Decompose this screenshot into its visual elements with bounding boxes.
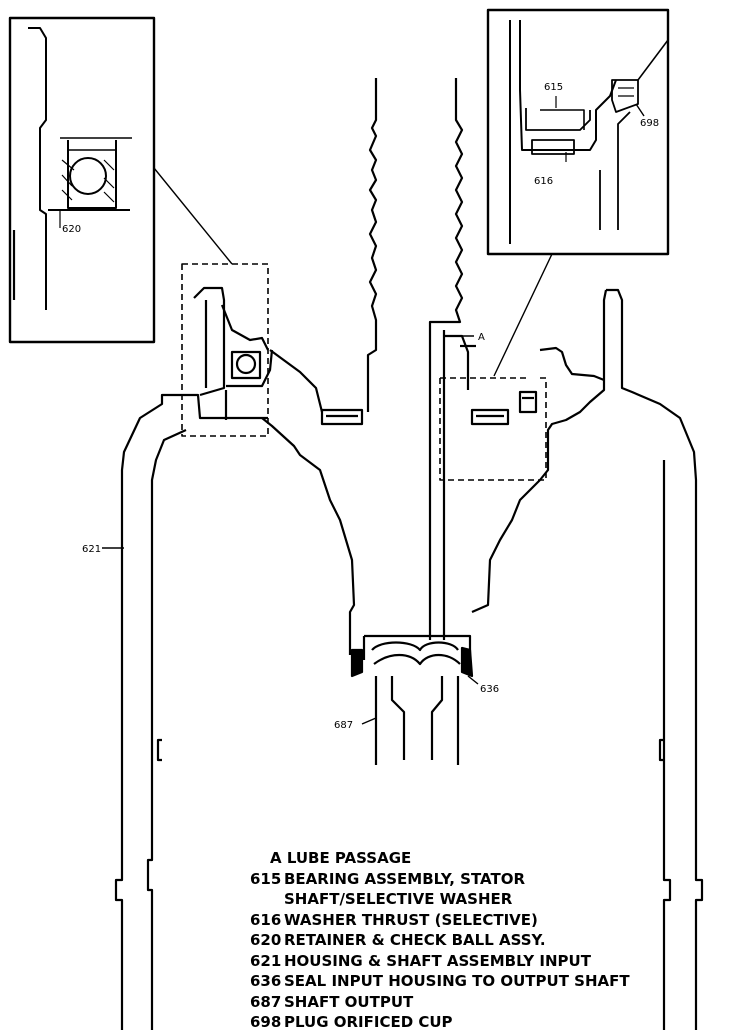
leader-lines	[153, 167, 553, 377]
inset-left	[8, 16, 156, 344]
legend-code: 687	[250, 992, 282, 1011]
legend-code: 698	[250, 1013, 282, 1031]
housing-621-right	[471, 288, 704, 1030]
legend-text: RETAINER & CHECK BALL ASSY.	[284, 931, 546, 949]
callout-615: 615	[544, 82, 563, 93]
callout-698: 698	[640, 118, 659, 129]
callout-621: 621	[82, 544, 101, 555]
lube-passage-a	[428, 330, 476, 640]
callout-636: 636	[480, 684, 499, 695]
legend-text: BEARING ASSEMBLY, STATOR	[284, 869, 526, 888]
callout-620: 620	[62, 224, 81, 235]
legend-code: 616	[250, 910, 282, 929]
legend-text: SHAFT/SELECTIVE WASHER	[284, 890, 513, 908]
input-shaft	[366, 78, 464, 412]
inset-right	[486, 8, 670, 256]
callout-687: 687	[334, 720, 353, 731]
output-shaft-687	[374, 676, 460, 765]
legend-text: SHAFT OUTPUT	[284, 992, 414, 1011]
center-hub	[350, 634, 474, 678]
callout-a: A	[478, 332, 485, 343]
legend-code: 636	[250, 972, 282, 990]
bearing-615-left	[320, 408, 510, 426]
legend-text: PLUG ORIFICED CUP	[284, 1013, 453, 1031]
legend-row-615-cont: SHAFT/SELECTIVE WASHER	[250, 889, 630, 910]
legend-lube-passage: A LUBE PASSAGE	[270, 849, 412, 867]
callout-616: 616	[534, 176, 553, 187]
legend-code: 621	[250, 951, 282, 970]
legend-text: WASHER THRUST (SELECTIVE)	[284, 910, 538, 929]
plug-698-main	[518, 390, 538, 414]
legend-text: HOUSING & SHAFT ASSEMBLY INPUT	[284, 951, 591, 970]
legend-code: 615	[250, 869, 282, 888]
callout-leaders	[102, 103, 645, 725]
legend-code: 620	[250, 931, 282, 949]
housing-621-left-flange	[193, 286, 324, 420]
housing-621-left	[114, 393, 356, 1030]
check-ball-620	[230, 350, 262, 380]
detail-boxes	[181, 263, 547, 481]
legend-text: SEAL INPUT HOUSING TO OUTPUT SHAFT	[284, 972, 630, 990]
